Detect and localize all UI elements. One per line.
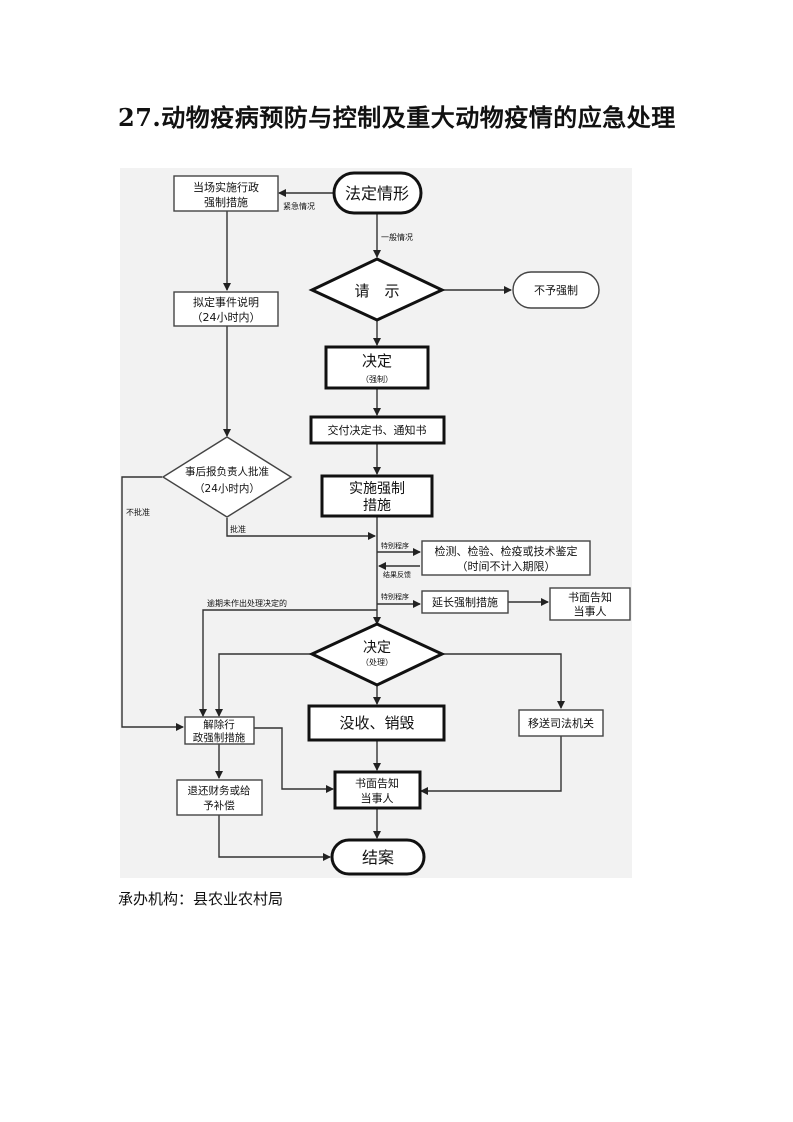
svg-text:延长强制措施: 延长强制措施: [432, 595, 498, 609]
label-overdue: 逾期未作出处理决定的: [207, 598, 287, 608]
node-request: 请 示: [308, 257, 446, 322]
label-approved: 批准: [230, 524, 246, 534]
svg-text:当事人: 当事人: [361, 791, 394, 805]
svg-text:当场实施行政: 当场实施行政: [193, 180, 259, 194]
node-refund: 退还财务或给 予补偿: [176, 779, 263, 816]
node-decision-handle: 决定 （处理）: [308, 622, 446, 687]
label-special-program-1: 特别程序: [381, 541, 409, 550]
svg-text:措施: 措施: [363, 498, 391, 514]
svg-text:解除行: 解除行: [203, 718, 235, 731]
svg-text:实施强制: 实施强制: [349, 481, 405, 497]
svg-text:（24小时内）: （24小时内）: [194, 482, 260, 495]
node-notify-party-1: 书面告知 当事人: [549, 587, 631, 621]
svg-text:拟定事件说明: 拟定事件说明: [193, 295, 259, 309]
page-title: 27.动物疫病预防与控制及重大动物疫情的应急处理: [118, 103, 676, 132]
node-lift-measures: 解除行 政强制措施: [184, 716, 255, 745]
svg-text:决定: 决定: [362, 352, 392, 370]
svg-text:交付决定书、通知书: 交付决定书、通知书: [328, 423, 427, 437]
label-special-program-2: 特别程序: [381, 592, 409, 601]
label-not-approved: 不批准: [126, 507, 150, 517]
svg-text:检测、检验、检疫或技术鉴定: 检测、检验、检疫或技术鉴定: [435, 544, 578, 558]
label-general: 一般情况: [381, 232, 413, 242]
node-deliver-decision: 交付决定书、通知书: [309, 415, 446, 445]
connectors: [121, 189, 565, 861]
label-feedback: 结果反馈: [383, 570, 411, 579]
svg-text:移送司法机关: 移送司法机关: [528, 716, 594, 730]
svg-text:予补偿: 予补偿: [203, 799, 235, 812]
node-no-enforcement: 不予强制: [512, 271, 600, 309]
svg-text:决定: 决定: [363, 640, 391, 656]
node-extend-measures: 延长强制措施: [421, 590, 509, 614]
node-onsite-enforcement: 当场实施行政 强制措施: [173, 175, 279, 212]
svg-text:事后报负责人批准: 事后报负责人批准: [185, 465, 269, 478]
svg-text:（24小时内）: （24小时内）: [192, 310, 261, 324]
svg-text:当事人: 当事人: [574, 604, 607, 618]
svg-text:结案: 结案: [362, 848, 394, 867]
node-legal-case: 法定情形: [332, 171, 423, 215]
node-close-case: 结案: [330, 838, 426, 876]
svg-text:书面告知: 书面告知: [355, 776, 399, 790]
node-notify-party-2: 书面告知 当事人: [333, 770, 422, 810]
footer-agency: 承办机构：县农业农村局: [118, 890, 284, 908]
svg-text:政强制措施: 政强制措施: [193, 731, 246, 744]
node-approval: 事后报负责人批准 （24小时内）: [161, 436, 293, 518]
svg-text:不予强制: 不予强制: [534, 284, 578, 297]
node-decision-enforce: 决定 （强制）: [324, 345, 430, 390]
svg-text:没收、销毁: 没收、销毁: [339, 714, 414, 732]
svg-text:（时间不计入期限）: （时间不计入期限）: [457, 560, 556, 573]
svg-text:（处理）: （处理）: [361, 657, 393, 667]
node-transfer-judicial: 移送司法机关: [518, 709, 604, 737]
node-confiscate-destroy: 没收、销毁: [307, 704, 446, 742]
node-testing: 检测、检验、检疫或技术鉴定 （时间不计入期限）: [421, 540, 591, 576]
node-implement-measures: 实施强制 措施: [320, 474, 434, 518]
label-urgent: 紧急情况: [283, 201, 315, 211]
svg-text:书面告知: 书面告知: [568, 590, 612, 604]
node-draft-statement: 拟定事件说明 （24小时内）: [173, 291, 279, 327]
svg-text:（强制）: （强制）: [361, 374, 393, 384]
svg-text:强制措施: 强制措施: [204, 195, 248, 209]
svg-text:法定情形: 法定情形: [345, 184, 409, 203]
svg-text:请 示: 请 示: [354, 282, 399, 300]
svg-text:退还财务或给: 退还财务或给: [188, 784, 251, 797]
